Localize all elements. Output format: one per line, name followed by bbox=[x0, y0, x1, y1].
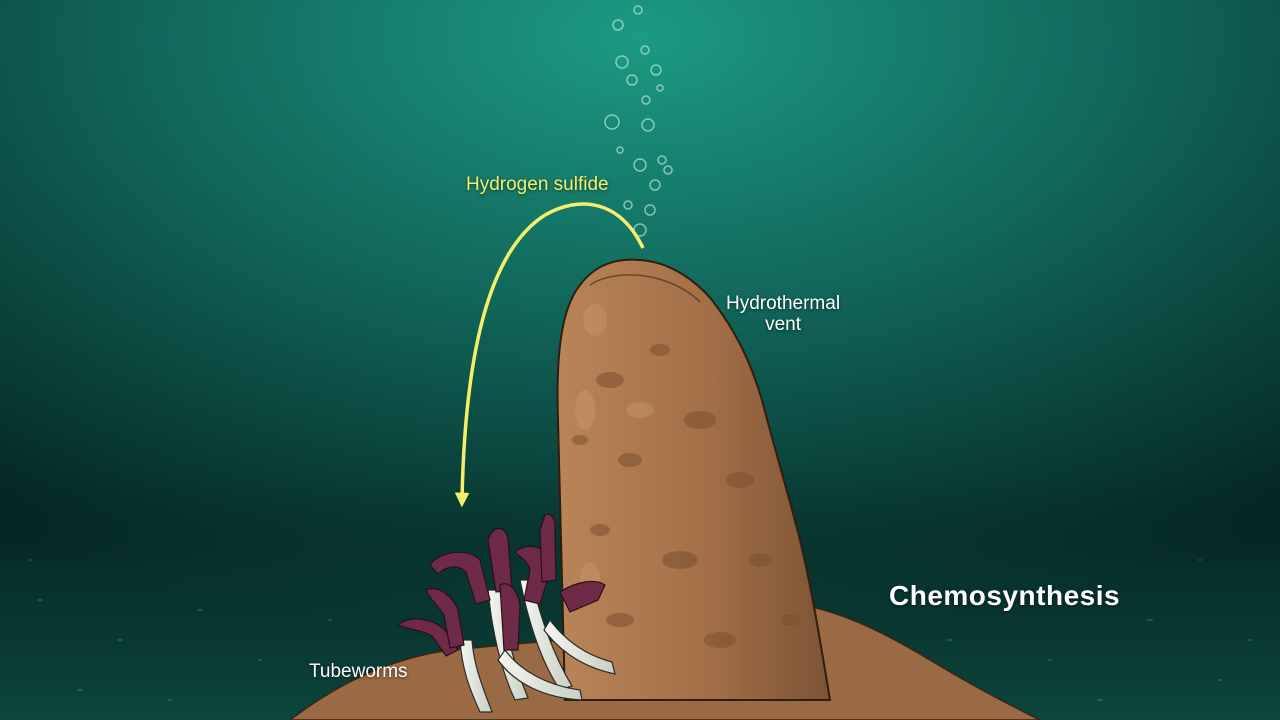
bubbles bbox=[604, 5, 673, 237]
vent-opening bbox=[589, 274, 701, 303]
diagram-title: Chemosynthesis bbox=[889, 580, 1121, 611]
hydrothermal-vent-label-line2: vent bbox=[765, 313, 801, 335]
hydrothermal-vent-label: Hydrothermal vent bbox=[726, 293, 841, 336]
hydrothermal-vent-label-line1: Hydrothermal bbox=[726, 293, 841, 314]
tubeworms-label: Tubeworms bbox=[309, 661, 408, 682]
hydrothermal-vent bbox=[556, 258, 832, 701]
hydrogen-sulfide-label: Hydrogen sulfide bbox=[466, 174, 609, 195]
vent-texture bbox=[572, 344, 800, 648]
floor-speckles bbox=[28, 559, 1252, 706]
hydrogen-sulfide-arrow bbox=[454, 202, 645, 508]
tubeworms bbox=[396, 513, 616, 713]
